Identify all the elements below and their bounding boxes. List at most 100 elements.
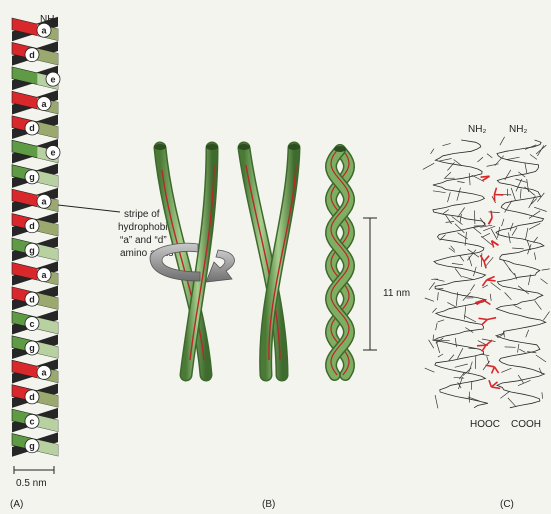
hydrophobic-side-chain: [484, 300, 491, 304]
svg-text:d: d: [29, 392, 35, 402]
svg-text:d: d: [29, 221, 35, 231]
helix-residue-a: a: [37, 365, 51, 379]
side-chain: [501, 368, 511, 372]
side-chain: [510, 223, 513, 231]
side-chain: [481, 354, 489, 356]
helix-residue-g: g: [25, 341, 39, 355]
side-chain: [434, 279, 444, 281]
side-chain: [512, 248, 524, 249]
annotation-line-3: “a” and “d”: [120, 235, 167, 246]
side-chain: [445, 172, 451, 178]
helix-n-terminus-label: NH₂: [40, 14, 58, 25]
scale-bar-label: 0.5 nm: [16, 478, 47, 489]
side-chain: [542, 269, 550, 270]
side-chain: [455, 338, 456, 347]
helix-residue-d: d: [25, 390, 39, 404]
scale-bar: 0.5 nm: [14, 466, 54, 489]
side-chain: [505, 292, 512, 299]
svg-text:d: d: [29, 50, 35, 60]
annotation-leader-line: [58, 205, 120, 212]
side-chain: [500, 137, 505, 145]
hydrophobic-side-chain: [492, 367, 495, 374]
structure-label-nh2-left: NH₂: [468, 124, 486, 135]
svg-text:g: g: [29, 343, 35, 353]
hydrophobic-side-chain: [494, 188, 496, 195]
side-chain: [455, 224, 464, 233]
side-chain: [534, 207, 547, 211]
side-chain: [502, 219, 504, 226]
side-chain: [519, 349, 525, 352]
svg-text:d: d: [29, 123, 35, 133]
hydrophobic-side-chain: [491, 382, 497, 387]
pitch-bracket: 11 nm: [363, 218, 410, 350]
side-chain: [536, 145, 546, 154]
side-chain: [462, 276, 474, 279]
side-chain: [472, 175, 485, 181]
helix-residue-c: c: [25, 414, 39, 428]
hydrophobic-side-chain: [486, 340, 492, 345]
backbone-strand: [433, 140, 488, 408]
side-chain: [442, 210, 449, 215]
side-chain: [491, 282, 501, 290]
side-chain: [436, 341, 439, 353]
side-chain: [481, 236, 492, 245]
svg-text:g: g: [29, 172, 35, 182]
rod-pair-3-coiled-coil: [331, 146, 349, 375]
side-chain: [425, 298, 434, 301]
side-chain: [533, 237, 537, 243]
side-chain: [541, 279, 548, 284]
side-chain: [442, 143, 450, 145]
side-chain: [423, 163, 434, 169]
side-chain: [511, 188, 515, 200]
side-chain: [529, 223, 540, 229]
side-chain: [512, 227, 517, 235]
side-chain: [438, 320, 445, 322]
helix-residue-d: d: [25, 219, 39, 233]
side-chain: [480, 218, 486, 226]
side-chain: [487, 356, 489, 363]
hydrophobic-side-chain: [477, 345, 486, 346]
coil-strand-end: [334, 146, 346, 152]
side-chain: [457, 181, 464, 182]
panel-label-b: (B): [262, 499, 275, 510]
rotation-arrow-icon: [150, 243, 234, 282]
side-chain: [505, 170, 511, 180]
hydrophobic-side-chain: [491, 387, 500, 388]
svg-text:e: e: [50, 148, 55, 158]
side-chain: [518, 380, 531, 385]
side-chain: [482, 233, 490, 237]
side-chain: [518, 375, 523, 383]
side-chain: [487, 154, 492, 158]
side-chain: [455, 269, 462, 278]
structure-label-cooh: COOH: [511, 419, 541, 430]
hydrophobic-side-chain: [491, 211, 492, 218]
side-chain: [469, 173, 470, 185]
helix-residue-c: c: [25, 317, 39, 331]
side-chain: [457, 188, 461, 201]
side-chain: [482, 339, 495, 342]
side-chain: [471, 382, 472, 390]
side-chain: [539, 368, 542, 374]
helix-residue-e: e: [46, 72, 60, 86]
side-chain: [446, 222, 455, 223]
side-chain: [457, 348, 463, 359]
hydrophobic-side-chain: [482, 280, 486, 286]
structure-label-nh2-right: NH₂: [509, 124, 527, 135]
side-chain: [526, 228, 528, 240]
helix-residue-a: a: [37, 268, 51, 282]
hydrophobic-side-chain: [484, 256, 489, 262]
hydrophobic-side-chain: [487, 280, 496, 281]
atomic-structure-panel: NH₂ NH₂ HOOC COOH (C): [423, 124, 550, 510]
panel-label-c: (C): [500, 499, 514, 510]
helix-residue-g: g: [25, 243, 39, 257]
side-chain: [534, 252, 535, 259]
hydrophobic-side-chain: [484, 262, 486, 269]
side-chain: [473, 228, 481, 235]
side-chain: [500, 391, 509, 398]
side-chain: [452, 263, 463, 264]
svg-text:c: c: [29, 319, 34, 329]
side-chain: [525, 163, 527, 173]
side-chain: [460, 214, 461, 223]
side-chain: [469, 362, 473, 373]
